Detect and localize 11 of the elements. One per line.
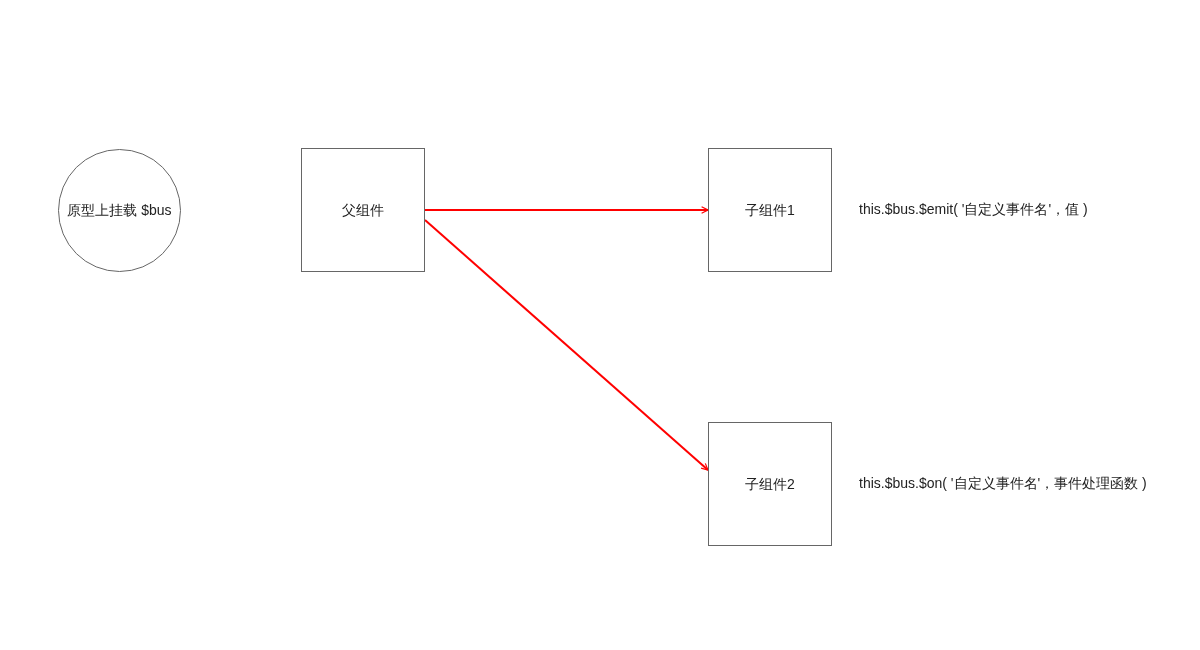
code-text: this.$bus.$on( '自定义事件名'，事件处理函数 ) — [859, 475, 1147, 493]
code-text: this.$bus.$emit( '自定义事件名'，值 ) — [859, 201, 1088, 219]
arrow — [424, 219, 709, 471]
node-label: 原型上挂载 $bus — [67, 201, 172, 220]
arrow — [424, 206, 709, 214]
component-box — [301, 148, 425, 272]
component-box — [708, 422, 832, 546]
component-box — [708, 148, 832, 272]
node-label: 子组件2 — [745, 474, 795, 494]
node-label: 父组件 — [342, 200, 384, 220]
node-label: 子组件1 — [745, 200, 795, 220]
